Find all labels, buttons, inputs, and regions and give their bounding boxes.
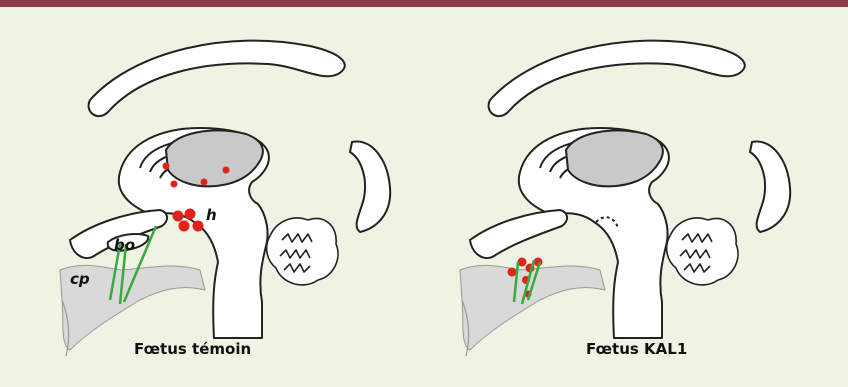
olfactory-tract: [470, 210, 567, 258]
cribriform-plate-region: [460, 265, 605, 350]
control-fetus-diagram: [60, 41, 390, 356]
cerebral-hemisphere: [489, 41, 745, 116]
cerebral-hemisphere: [89, 41, 345, 116]
occipital-lobe: [750, 142, 790, 232]
caption-kal1-fetus: Fœtus KAL1: [586, 340, 687, 358]
kal1-fetus-diagram: [460, 41, 790, 356]
cerebellum: [267, 218, 338, 285]
label-h: h: [206, 206, 217, 224]
label-cp: cp: [70, 270, 90, 288]
cerebellum: [667, 218, 738, 285]
occipital-lobe: [350, 142, 390, 232]
label-bo: bo: [114, 236, 135, 254]
caption-control-fetus: Fœtus témoin: [134, 340, 251, 358]
